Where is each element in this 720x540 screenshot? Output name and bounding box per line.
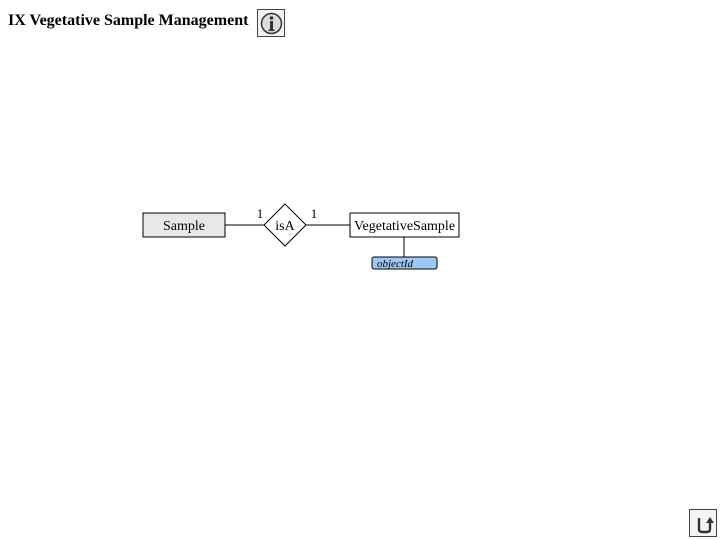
- return-button[interactable]: [689, 509, 717, 537]
- info-icon: [260, 12, 283, 35]
- entity-sample[interactable]: Sample: [142, 212, 226, 238]
- cardinality-right: 1: [311, 206, 318, 221]
- cardinality-left: 1: [257, 206, 264, 221]
- page-title: IX Vegetative Sample Management: [8, 12, 249, 29]
- entity-sample-label: Sample: [163, 219, 205, 234]
- attribute-objectid[interactable]: objectId: [371, 256, 438, 270]
- return-arrow-icon: [697, 517, 714, 534]
- entity-vegetative-sample[interactable]: VegetativeSample: [349, 212, 460, 238]
- entity-vegetative-sample-label: VegetativeSample: [354, 219, 455, 234]
- relationship-isa-label: isA: [275, 219, 295, 234]
- attribute-objectid-label: objectId: [377, 258, 414, 270]
- info-button[interactable]: [257, 9, 285, 37]
- relationship-isa[interactable]: isA: [263, 203, 307, 247]
